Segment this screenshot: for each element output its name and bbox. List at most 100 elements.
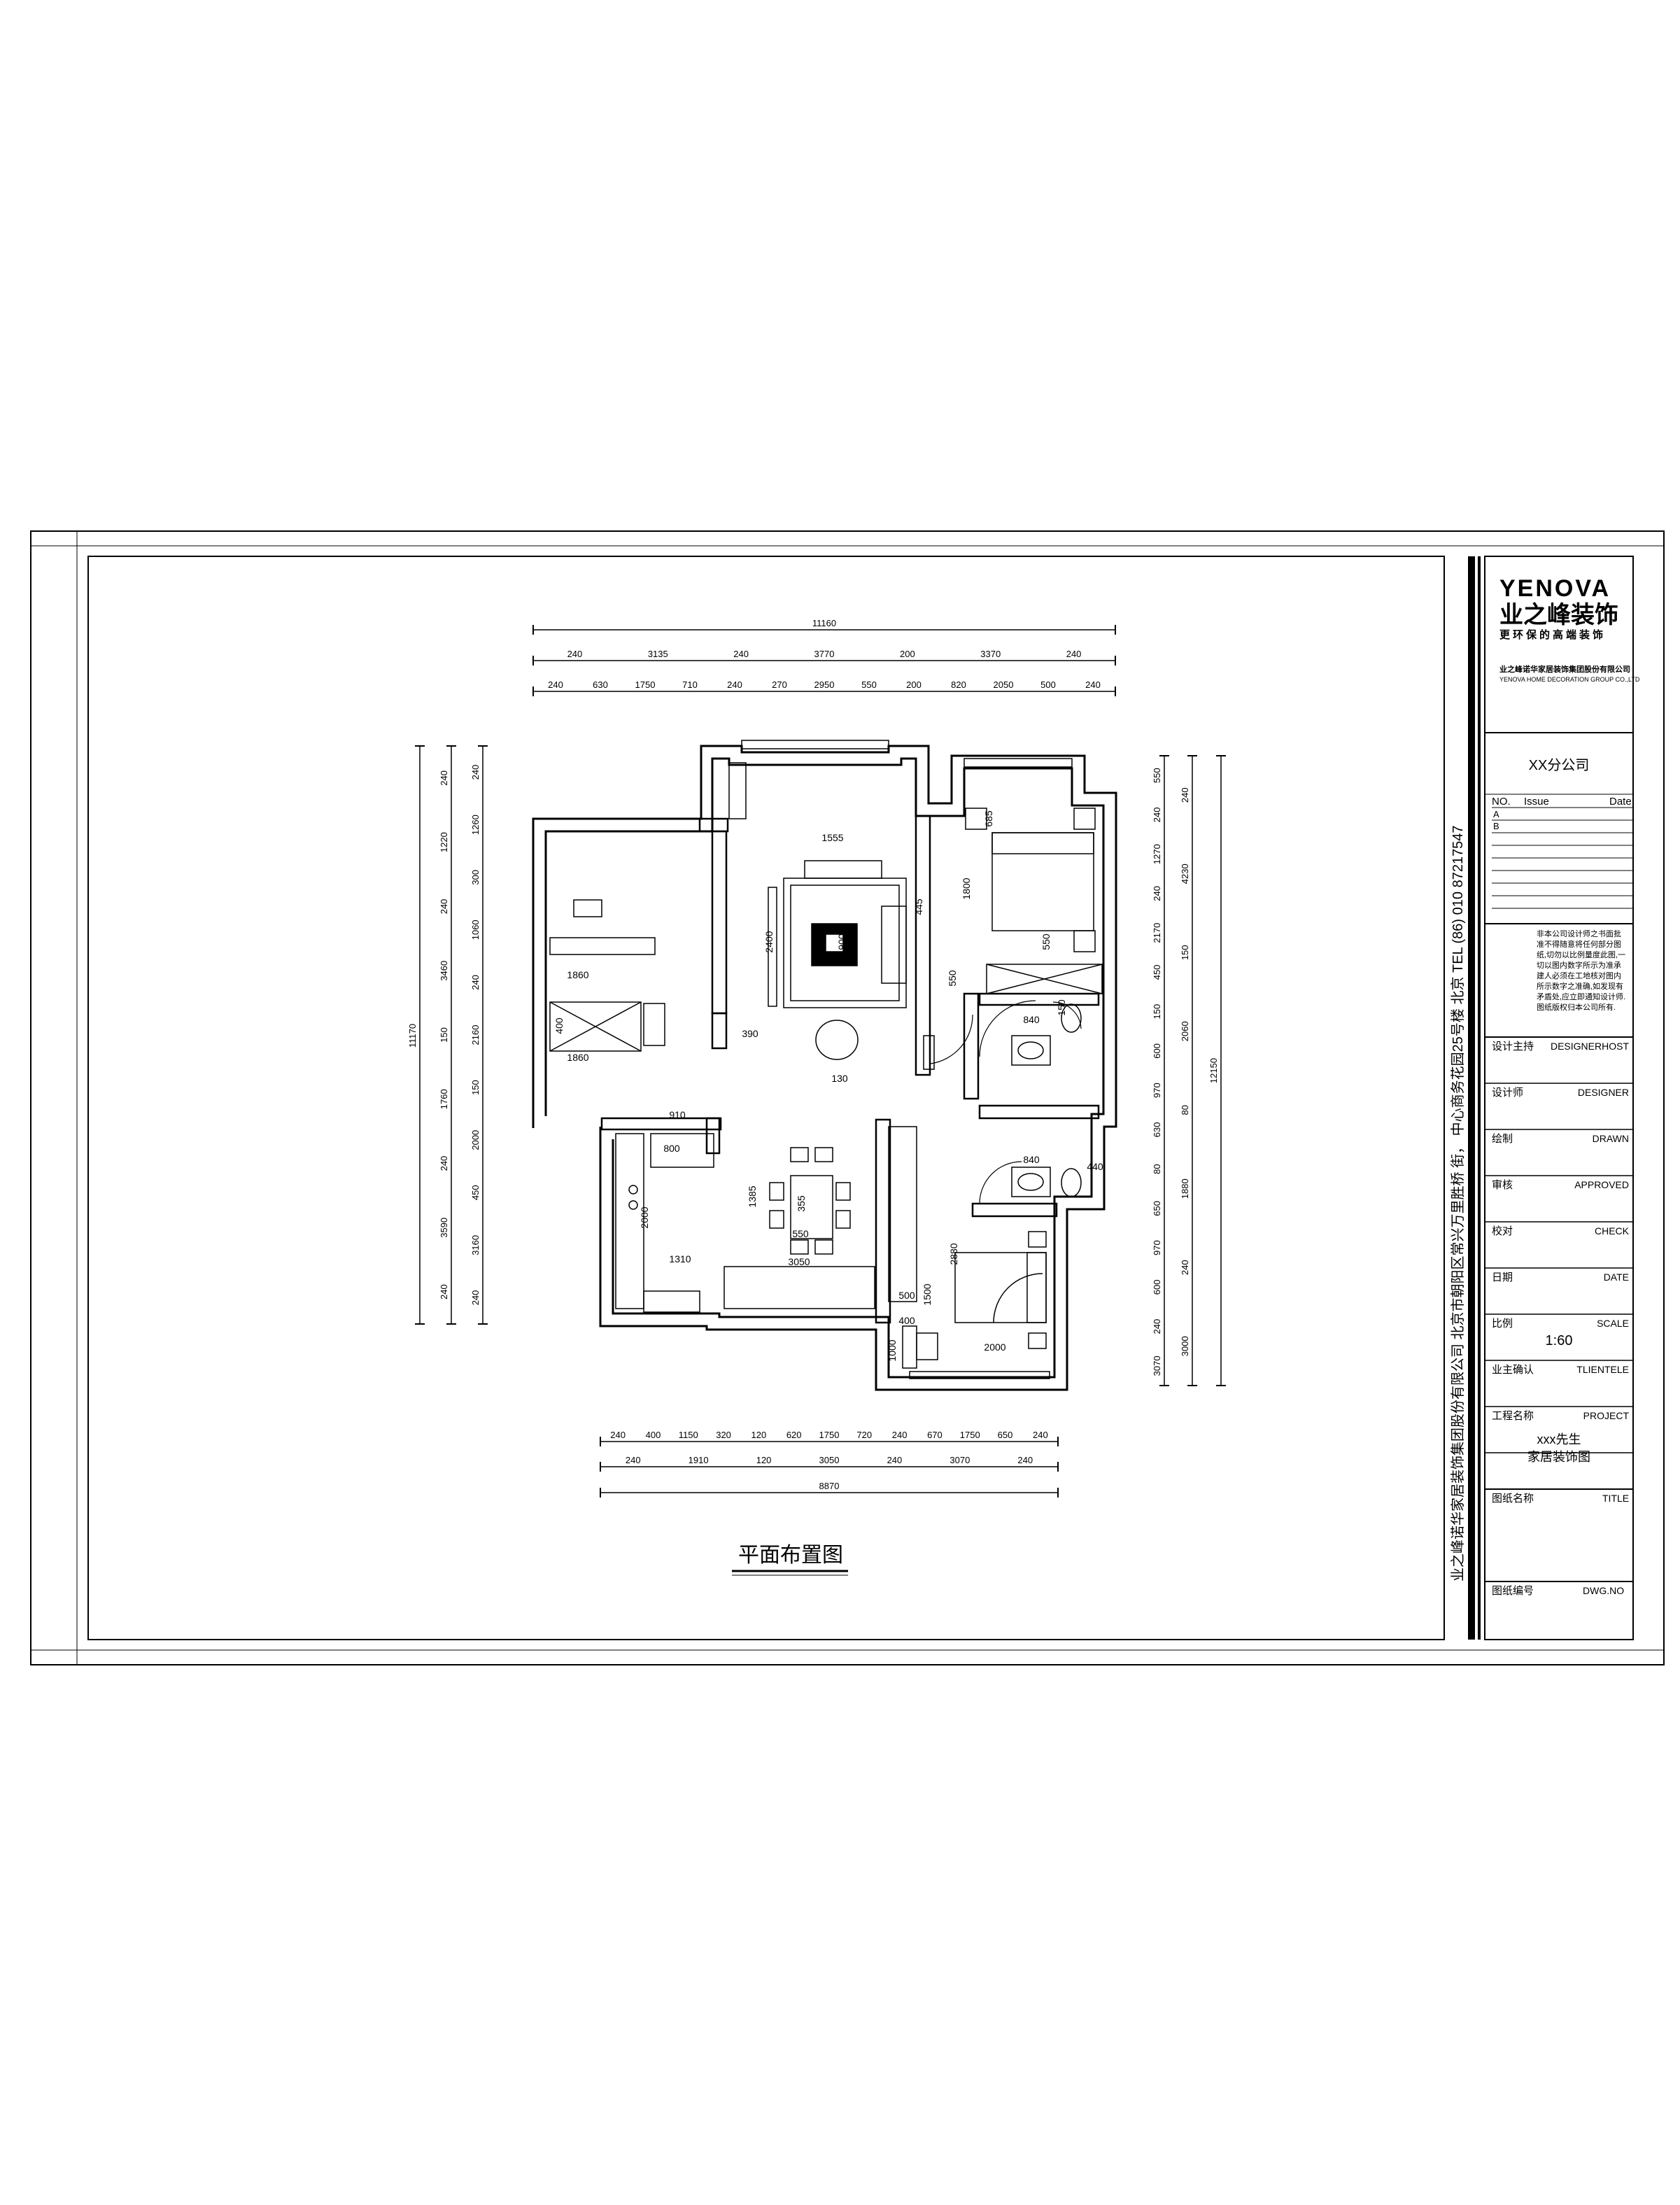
dim-label: 80 bbox=[1152, 1164, 1162, 1174]
rev-header-issue: Issue bbox=[1524, 796, 1549, 808]
company-en: YENOVA HOME DECORATION GROUP CO.,LTD bbox=[1499, 676, 1640, 683]
dim-label: 4230 bbox=[1180, 864, 1190, 884]
dim-label: 970 bbox=[1152, 1083, 1162, 1098]
field-label-cn: 设计师 bbox=[1492, 1087, 1523, 1099]
dim-label: 320 bbox=[716, 1430, 731, 1440]
dim-label: 3070 bbox=[1152, 1355, 1162, 1376]
room-dim-label: 400 bbox=[553, 1017, 565, 1034]
room-dim-label: 800 bbox=[663, 1143, 680, 1154]
field-label-en: DESIGNER bbox=[1578, 1087, 1629, 1098]
dim-label: 600 bbox=[1152, 1280, 1162, 1295]
dim-label: 2000 bbox=[470, 1130, 481, 1150]
bathroom-fixtures bbox=[728, 762, 1082, 1197]
dim-label: 3590 bbox=[439, 1218, 449, 1238]
dim-label: 300 bbox=[470, 870, 481, 885]
dim-label: 240 bbox=[1017, 1455, 1033, 1465]
drawing-title: 平面布置图 bbox=[738, 1544, 843, 1567]
dim-label: 150 bbox=[470, 1080, 481, 1095]
dim-label: 240 bbox=[439, 770, 449, 786]
dim-label: 450 bbox=[470, 1185, 481, 1200]
dim-label: 720 bbox=[856, 1430, 872, 1440]
dim-label: 1750 bbox=[819, 1430, 840, 1440]
dim-label: 2950 bbox=[814, 679, 835, 690]
separator-bar-1 bbox=[1468, 556, 1475, 1640]
room-dim-label: 400 bbox=[898, 1315, 915, 1326]
rev-lines bbox=[1492, 819, 1633, 909]
dim-label: 620 bbox=[786, 1430, 802, 1440]
dim-label: 240 bbox=[887, 1455, 903, 1465]
title-block-frame bbox=[1484, 556, 1634, 1640]
dim-label: 600 bbox=[1152, 1043, 1162, 1059]
room-dim-label: 1555 bbox=[821, 832, 843, 843]
dim-label: 240 bbox=[610, 1430, 626, 1440]
rev-header-no: NO. bbox=[1492, 796, 1511, 808]
room-dim-label: 550 bbox=[1040, 934, 1052, 950]
dim-label: 3460 bbox=[439, 961, 449, 981]
field-label-cn: 日期 bbox=[1492, 1271, 1513, 1283]
field-value: 1:60 bbox=[1546, 1333, 1573, 1348]
logo-tagline: 更环保的高端装饰 bbox=[1499, 628, 1606, 641]
inner-frame bbox=[87, 556, 1445, 1640]
project-line-1: xxx先生 bbox=[1537, 1432, 1581, 1446]
dim-label: 630 bbox=[1152, 1122, 1162, 1138]
dim-label: 650 bbox=[998, 1430, 1013, 1440]
dim-label: 970 bbox=[1152, 1240, 1162, 1255]
dim-label: 1760 bbox=[439, 1089, 449, 1109]
bedroom2-furniture bbox=[902, 1231, 1047, 1369]
room-dim-label: 685 bbox=[983, 810, 994, 827]
room-dim-label: 550 bbox=[947, 970, 958, 987]
dim-label: 150 bbox=[1152, 1004, 1162, 1020]
dim-label: 240 bbox=[1152, 808, 1162, 823]
dim-label: 240 bbox=[470, 765, 481, 780]
dim-label: 240 bbox=[567, 649, 583, 659]
dim-label: 2060 bbox=[1180, 1021, 1190, 1041]
rev-row-a: A bbox=[1493, 809, 1499, 819]
field-label-en: SCALE bbox=[1597, 1318, 1629, 1329]
dim-label: 820 bbox=[951, 679, 966, 690]
dim-label: 3070 bbox=[950, 1455, 970, 1465]
floor-plan bbox=[532, 740, 1117, 1391]
dwg-label-cn: 图纸编号 bbox=[1492, 1585, 1534, 1597]
room-dim-label: 2400 bbox=[763, 931, 775, 952]
outer-frame bbox=[30, 530, 1665, 1665]
dim-label: 710 bbox=[682, 679, 698, 690]
room-dim-label: 2000 bbox=[984, 1341, 1005, 1353]
room-dim-label: 1000 bbox=[887, 1339, 898, 1361]
dim-label: 630 bbox=[593, 679, 608, 690]
dim-label: 3770 bbox=[814, 649, 835, 659]
dim-label: 2050 bbox=[994, 679, 1014, 690]
field-label-cn: 比例 bbox=[1492, 1318, 1513, 1330]
field-label-en: DATE bbox=[1604, 1271, 1629, 1283]
dim-label: 500 bbox=[1040, 679, 1056, 690]
dwg-label-en: DWG.NO bbox=[1583, 1585, 1624, 1596]
room-dim-label: 130 bbox=[831, 1073, 848, 1084]
dim-label: 240 bbox=[1033, 1430, 1048, 1440]
dim-label: 120 bbox=[756, 1455, 772, 1465]
room-dim-label: 1860 bbox=[567, 1052, 588, 1063]
field-label-en: DRAWN bbox=[1593, 1133, 1629, 1144]
room-labels: 1860186040015559004452400390130180068555… bbox=[553, 810, 1103, 1361]
room-dim-label: 355 bbox=[796, 1195, 807, 1212]
room-dim-label: 2880 bbox=[948, 1243, 959, 1264]
field-label-en: PROJECT bbox=[1583, 1410, 1630, 1421]
room-dim-label: 900 bbox=[836, 934, 847, 950]
interior-walls bbox=[600, 815, 1100, 1324]
dim-label: 1910 bbox=[689, 1455, 709, 1465]
room-dim-label: 1860 bbox=[567, 969, 588, 980]
dim-label: 240 bbox=[1066, 649, 1082, 659]
project-line-2: 家居装饰图 bbox=[1527, 1450, 1590, 1464]
side-company-note: 业之峰诺华家居装饰集团股份有限公司 北京市朝阳区常兴万里胜桥 街， 中心商务花园… bbox=[1450, 825, 1466, 1581]
dim-label: 1750 bbox=[960, 1430, 980, 1440]
field-label-cn: 绘制 bbox=[1492, 1133, 1513, 1145]
dim-label: 120 bbox=[751, 1430, 767, 1440]
dim-label: 550 bbox=[861, 679, 877, 690]
dim-label: 200 bbox=[900, 649, 915, 659]
room-dim-label: 500 bbox=[898, 1290, 915, 1301]
dim-label: 240 bbox=[470, 1290, 481, 1306]
dim-label: 1060 bbox=[470, 920, 481, 940]
dim-label: 240 bbox=[892, 1430, 908, 1440]
dim-label: 670 bbox=[927, 1430, 943, 1440]
logo-en: YENOVA bbox=[1499, 575, 1611, 602]
rev-row-b: B bbox=[1493, 821, 1499, 831]
